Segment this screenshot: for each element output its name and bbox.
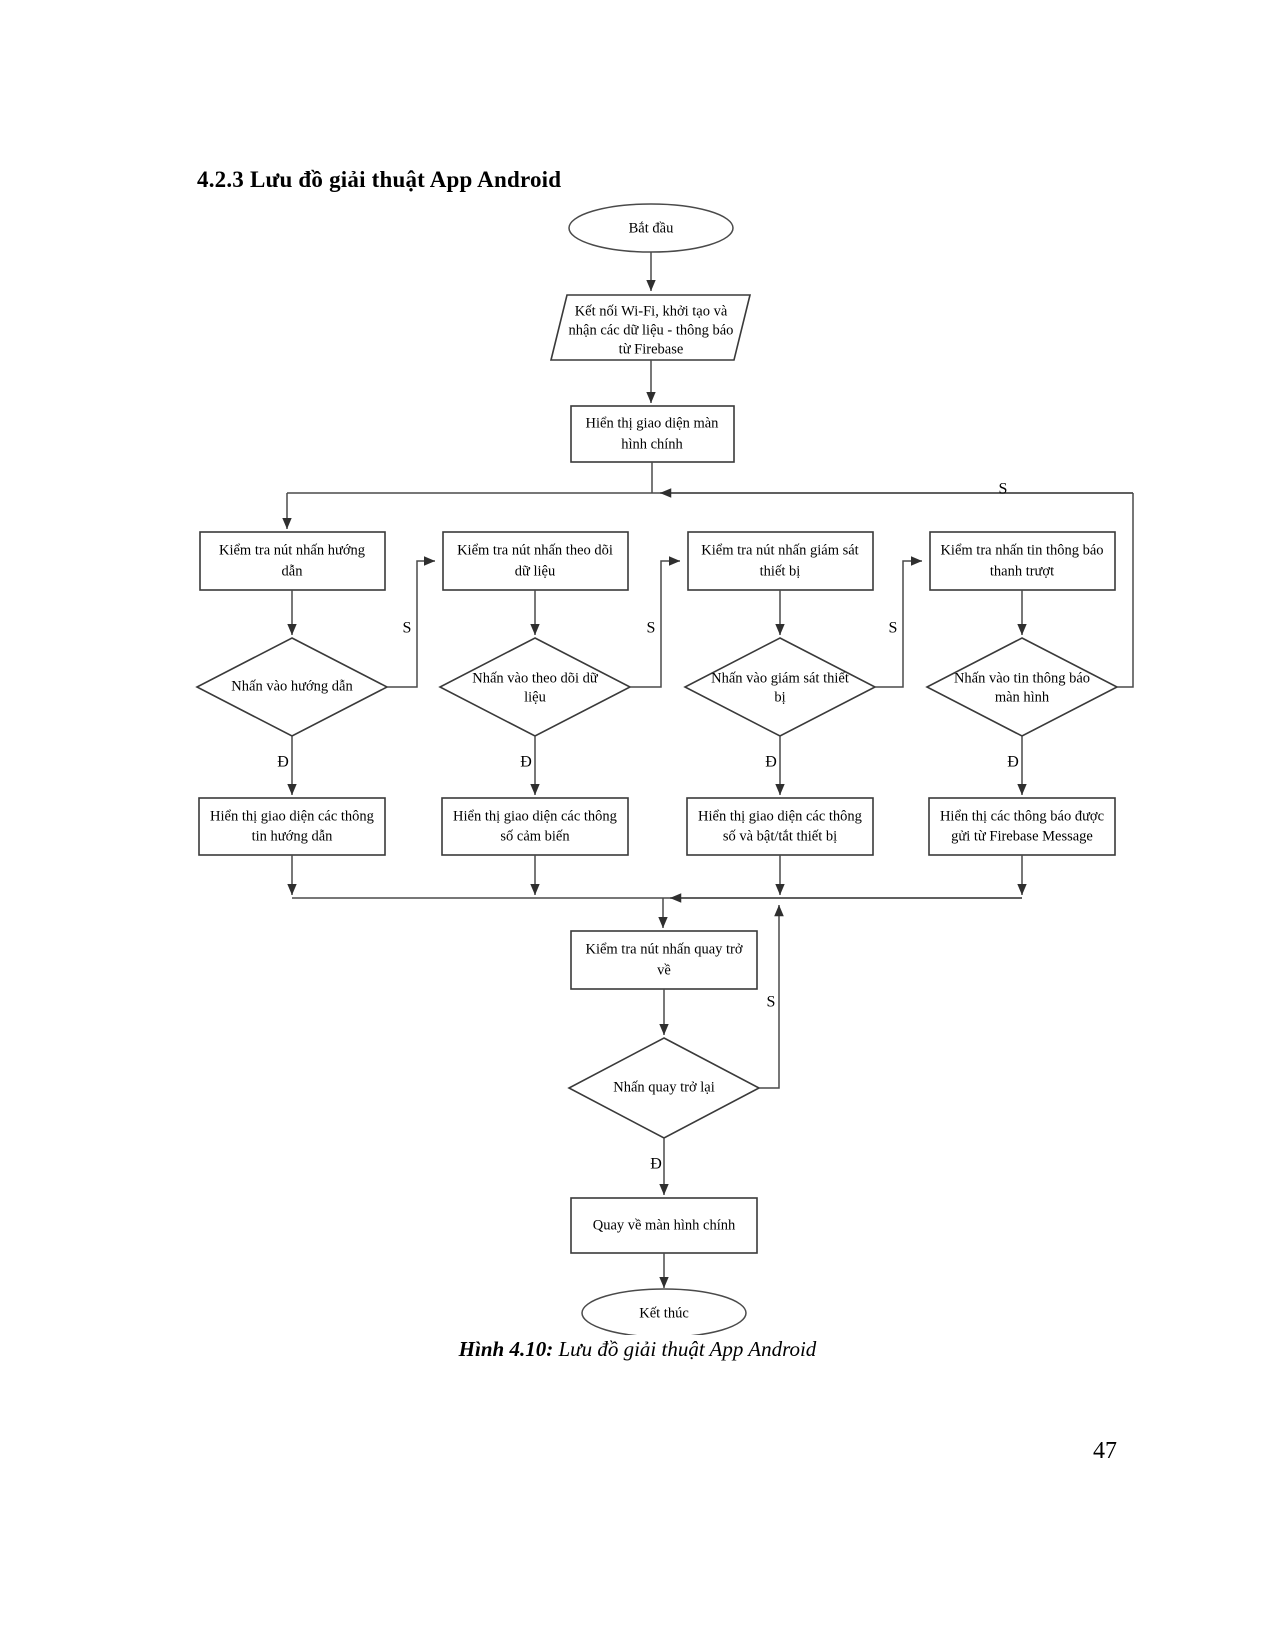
node-back-check-line2: về [657, 962, 671, 978]
node-start-label: Bắt đầu [629, 220, 674, 236]
edge-dec2-no-to-check3 [630, 556, 681, 688]
figure-caption-text: Lưu đồ giải thuật App Android [553, 1337, 817, 1361]
node-check-1-line2: dẫn [282, 563, 304, 579]
node-output-2: Hiển thị giao diện các thông số cảm biến [441, 797, 629, 856]
node-decision-3-line1: Nhấn vào giám sát thiết [711, 670, 849, 686]
node-output-3-line1: Hiển thị giao diện các thông [698, 808, 862, 824]
node-output-4-line1: Hiển thị các thông báo được [940, 808, 1104, 824]
node-decision-1: Nhấn vào hướng dẫn [195, 637, 389, 737]
node-check-4-line2: thanh trượt [990, 563, 1054, 579]
edge-label-d-4: Đ [1007, 754, 1019, 771]
flowchart-figure: Bắt đầu Kết nối Wi-Fi, khởi tạo và nhận … [0, 195, 1275, 1335]
flowchart-svg: Bắt đầu Kết nối Wi-Fi, khởi tạo và nhận … [195, 203, 1134, 1335]
page-number: 47 [1093, 1438, 1117, 1464]
node-io-firebase-line2: nhận các dữ liệu - thông báo [569, 322, 734, 338]
node-output-1-line2: tin hướng dẫn [252, 828, 334, 844]
edge-label-d-2: Đ [520, 754, 532, 771]
node-back-decision-label: Nhấn quay trở lại [613, 1079, 715, 1095]
node-decision-3-line2: bị [774, 689, 785, 705]
node-check-2-line2: dữ liệu [515, 563, 555, 579]
edge-dec4-no-to-bus [1117, 493, 1134, 688]
node-back-decision: Nhấn quay trở lại [567, 1037, 761, 1139]
node-return-main: Quay về màn hình chính [570, 1197, 758, 1254]
node-check-3: Kiểm tra nút nhấn giám sát thiết bị [687, 531, 874, 591]
node-main-screen-line1: Hiển thị giao diện màn [586, 415, 720, 431]
edge-label-d-back: Đ [650, 1156, 662, 1173]
node-decision-4-line2: màn hình [995, 689, 1050, 705]
edge-label-s-back: S [767, 994, 776, 1011]
node-check-2-line1: Kiểm tra nút nhấn theo dõi [457, 542, 613, 558]
node-start: Bắt đầu [568, 203, 734, 253]
node-decision-2-line1: Nhấn vào theo dõi dữ [472, 670, 599, 686]
node-return-main-label: Quay về màn hình chính [593, 1217, 736, 1233]
edge-dec1-no-to-check2 [387, 556, 436, 688]
edge-label-d-1: Đ [277, 754, 289, 771]
node-output-2-line1: Hiển thị giao diện các thông [453, 808, 617, 824]
node-end: Kết thúc [581, 1288, 747, 1335]
node-main-screen-line2: hình chính [621, 436, 683, 452]
node-output-4-line2: gửi từ Firebase Message [951, 828, 1093, 844]
edge-backdec-no-loop [759, 904, 784, 1089]
node-check-1-line1: Kiểm tra nút nhấn hướng [219, 542, 365, 558]
node-output-4: Hiển thị các thông báo được gửi từ Fireb… [928, 797, 1116, 856]
node-decision-1-line1: Nhấn vào hướng dẫn [231, 678, 353, 694]
node-main-screen: Hiển thị giao diện màn hình chính [570, 405, 735, 463]
node-output-3: Hiển thị giao diện các thông số và bật/t… [686, 797, 874, 856]
edge-dec3-no-to-check4 [875, 556, 923, 688]
node-decision-4: Nhấn vào tin thông báo màn hình [925, 637, 1119, 737]
section-heading: 4.2.3 Lưu đồ giải thuật App Android [197, 167, 562, 192]
node-check-4-line1: Kiểm tra nhấn tin thông báo [940, 542, 1103, 558]
node-back-check-line1: Kiểm tra nút nhấn quay trở [585, 941, 742, 957]
node-check-2: Kiểm tra nút nhấn theo dõi dữ liệu [442, 531, 629, 591]
node-decision-2-line2: liệu [524, 689, 546, 705]
node-decision-4-line1: Nhấn vào tin thông báo [954, 670, 1090, 686]
node-io-firebase: Kết nối Wi-Fi, khởi tạo và nhận các dữ l… [549, 294, 752, 361]
edge-label-s-2: S [647, 620, 656, 637]
node-output-3-line2: số và bật/tắt thiết bị [723, 828, 837, 844]
figure-caption-label: Hình 4.10: [458, 1337, 554, 1361]
node-decision-3: Nhấn vào giám sát thiết bị [683, 637, 877, 737]
edge-label-s-1: S [403, 620, 412, 637]
node-back-check: Kiểm tra nút nhấn quay trở về [570, 930, 758, 990]
node-check-3-line1: Kiểm tra nút nhấn giám sát [701, 542, 858, 558]
node-output-1-line1: Hiển thị giao diện các thông [210, 808, 374, 824]
node-decision-2: Nhấn vào theo dõi dữ liệu [438, 637, 632, 737]
node-output-1: Hiển thị giao diện các thông tin hướng d… [198, 797, 386, 856]
node-output-2-line2: số cảm biến [500, 828, 570, 844]
node-check-4: Kiểm tra nhấn tin thông báo thanh trượt [929, 531, 1116, 591]
node-io-firebase-line1: Kết nối Wi-Fi, khởi tạo và [575, 303, 728, 319]
edge-label-d-3: Đ [765, 754, 777, 771]
node-check-1: Kiểm tra nút nhấn hướng dẫn [199, 531, 386, 591]
node-end-label: Kết thúc [639, 1305, 689, 1321]
node-io-firebase-line3: từ Firebase [619, 341, 684, 357]
edge-label-s-top: S [999, 481, 1008, 498]
node-check-3-line2: thiết bị [760, 563, 801, 579]
figure-caption: Hình 4.10: Lưu đồ giải thuật App Android [0, 1337, 1275, 1362]
edge-label-s-3: S [889, 620, 898, 637]
